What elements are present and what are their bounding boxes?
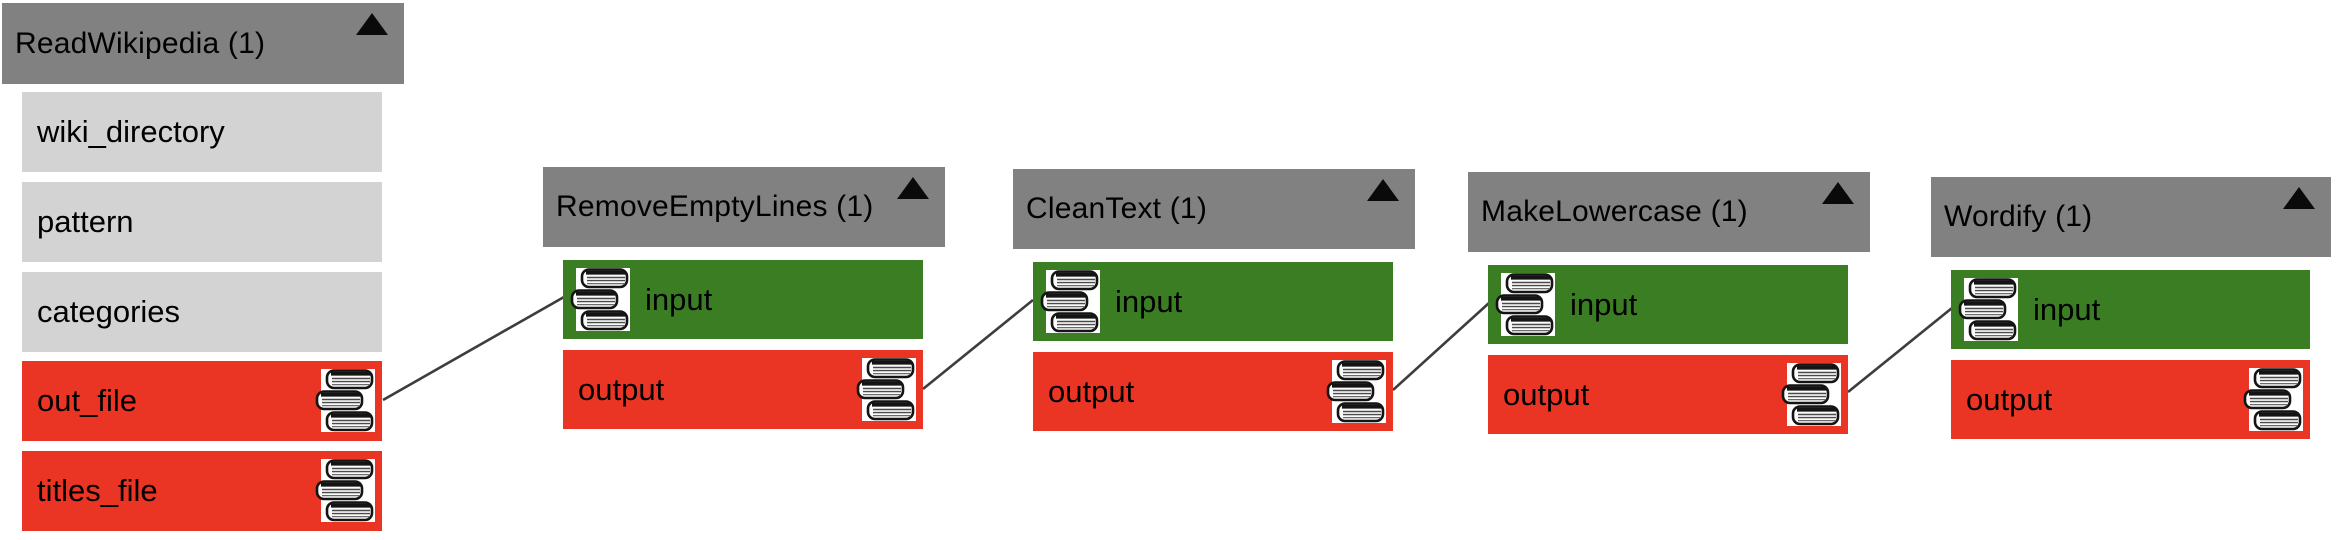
param-row-wiki-directory[interactable]: wiki_directory xyxy=(22,92,382,172)
output-port[interactable]: output xyxy=(1488,355,1848,434)
param-label: categories xyxy=(37,294,181,329)
books-icon[interactable] xyxy=(1493,273,1555,336)
collapse-up-triangle-icon[interactable] xyxy=(2283,187,2315,209)
books-icon[interactable] xyxy=(854,358,916,421)
port-label: output xyxy=(1503,376,1590,412)
node-header[interactable]: CleanText (1) xyxy=(1013,169,1415,249)
output-port[interactable]: output xyxy=(1951,360,2310,439)
connection-wire-CleanText.output-to-MakeLowercase.input xyxy=(1392,302,1490,391)
param-label: wiki_directory xyxy=(37,114,225,149)
port-label: out_file xyxy=(37,383,137,418)
books-icon[interactable] xyxy=(568,268,630,331)
books-icon[interactable] xyxy=(1324,360,1386,423)
books-icon[interactable] xyxy=(2241,368,2303,431)
books-icon[interactable] xyxy=(313,459,375,522)
node-title: ReadWikipedia (1) xyxy=(15,26,266,60)
param-row-categories[interactable]: categories xyxy=(22,272,382,352)
collapse-up-triangle-icon[interactable] xyxy=(897,177,929,199)
port-label: input xyxy=(1115,283,1183,319)
connection-wire-MakeLowercase.output-to-Wordify.input xyxy=(1847,306,1953,394)
books-icon[interactable] xyxy=(1779,363,1841,426)
output-port-out-file[interactable]: out_file xyxy=(22,361,382,441)
collapse-up-triangle-icon[interactable] xyxy=(1367,179,1399,201)
node-title: CleanText (1) xyxy=(1026,192,1208,225)
output-port-titles-file[interactable]: titles_file xyxy=(22,451,382,531)
books-icon[interactable] xyxy=(313,369,375,432)
collapse-up-triangle-icon[interactable] xyxy=(356,13,388,35)
port-label: input xyxy=(645,281,713,317)
output-port[interactable]: output xyxy=(1033,352,1393,431)
input-port[interactable]: input xyxy=(563,260,923,339)
input-port[interactable]: input xyxy=(1488,265,1848,344)
output-port[interactable]: output xyxy=(563,350,923,429)
node-title: Wordify (1) xyxy=(1944,200,2093,233)
param-row-pattern[interactable]: pattern xyxy=(22,182,382,262)
node-header[interactable]: MakeLowercase (1) xyxy=(1468,172,1870,252)
input-port[interactable]: input xyxy=(1033,262,1393,341)
port-label: output xyxy=(1966,381,2053,417)
port-label: output xyxy=(578,371,665,407)
books-icon[interactable] xyxy=(1038,270,1100,333)
port-label: output xyxy=(1048,373,1135,409)
input-port[interactable]: input xyxy=(1951,270,2310,349)
port-label: titles_file xyxy=(37,473,158,508)
port-label: input xyxy=(2033,291,2101,327)
node-header[interactable]: Wordify (1) xyxy=(1931,177,2331,257)
collapse-up-triangle-icon[interactable] xyxy=(1822,182,1854,204)
port-label: input xyxy=(1570,286,1638,322)
param-label: pattern xyxy=(37,204,134,239)
node-header[interactable]: RemoveEmptyLines (1) xyxy=(543,167,945,247)
node-title: MakeLowercase (1) xyxy=(1481,195,1748,228)
node-header[interactable]: ReadWikipedia (1) xyxy=(2,3,404,84)
connection-wire-ReadWikipedia.out_file-to-RemoveEmptyLines.input xyxy=(382,295,565,402)
books-icon[interactable] xyxy=(1956,278,2018,341)
connection-wire-RemoveEmptyLines.output-to-CleanText.input xyxy=(922,298,1034,391)
node-title: RemoveEmptyLines (1) xyxy=(556,190,874,223)
